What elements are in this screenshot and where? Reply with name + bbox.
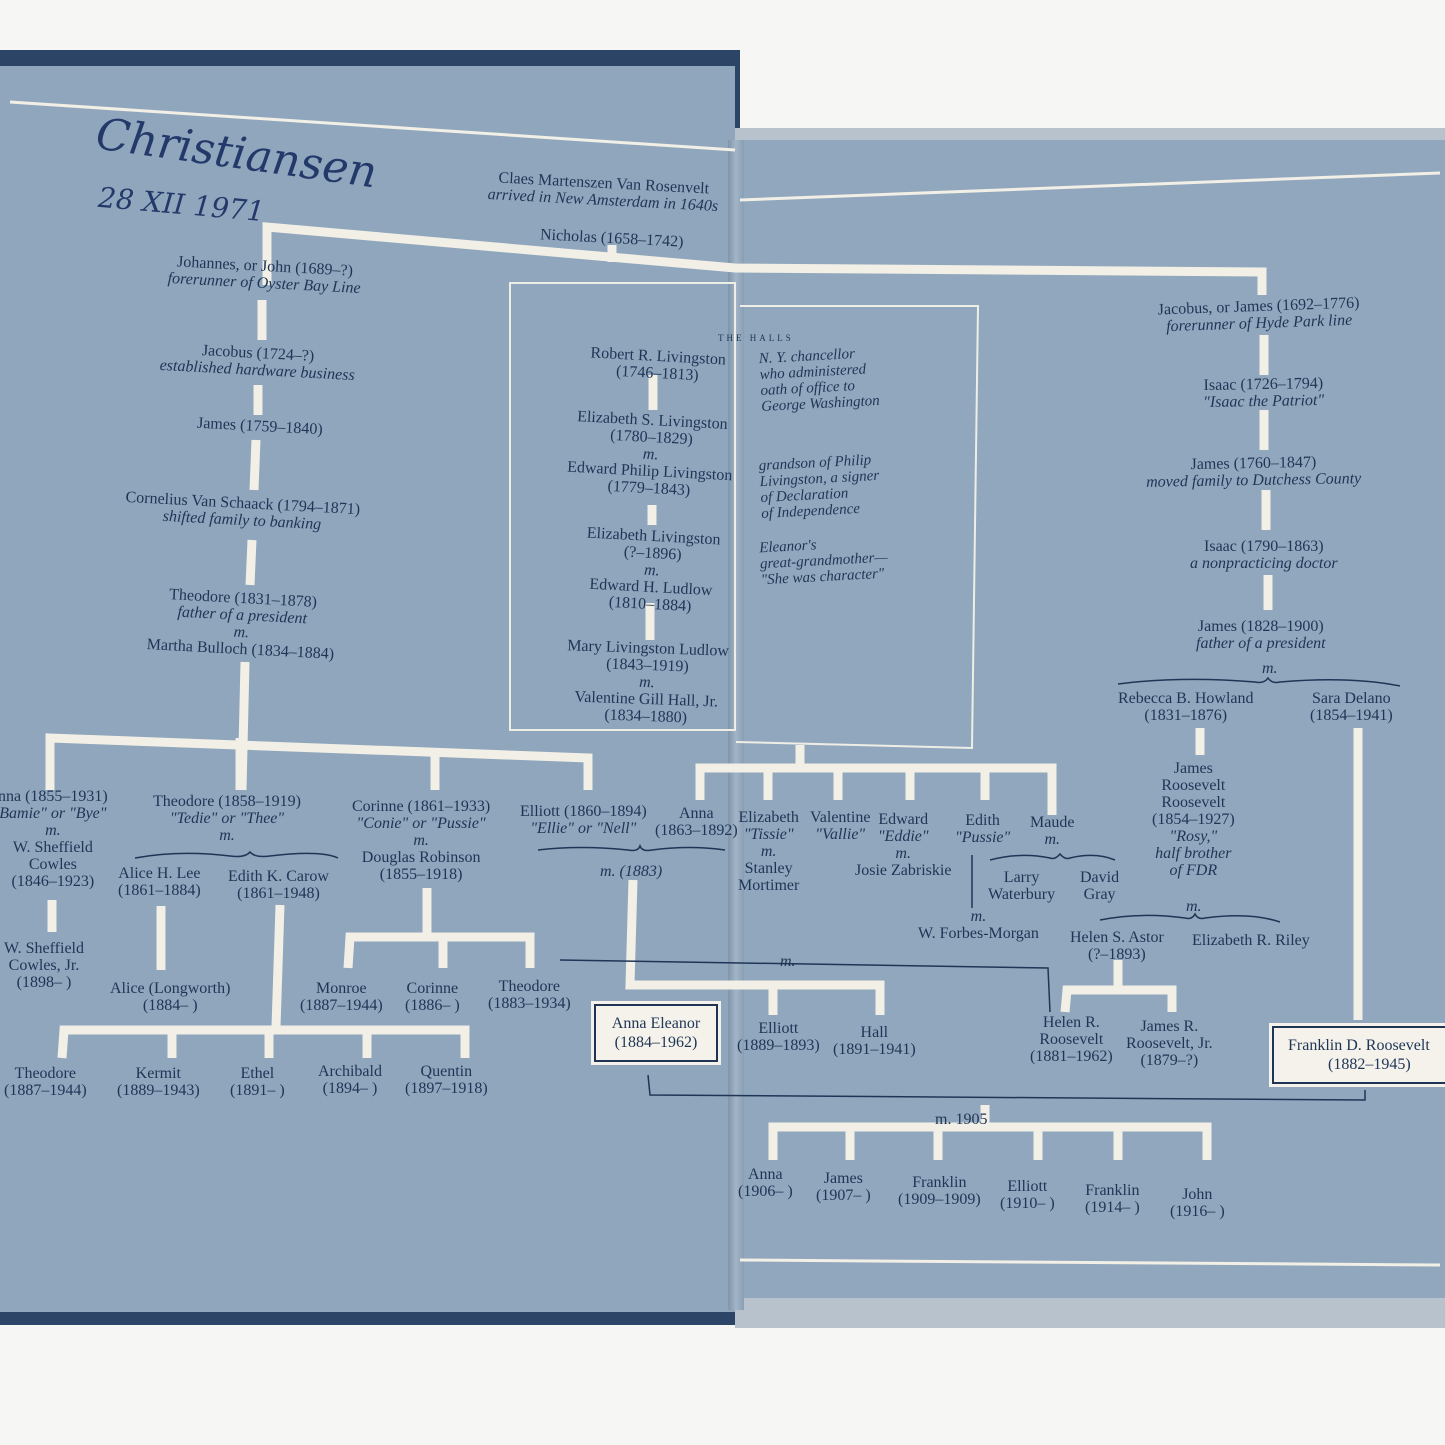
elliott-jr: Elliott(1889–1893) xyxy=(737,1020,820,1054)
sara-delano: Sara Delano(1854–1941) xyxy=(1310,690,1393,724)
forbes-morgan: m.W. Forbes-Morgan xyxy=(918,908,1039,942)
anna-bamie: nna (1855–1931)Bamie" or "Bye" m.W. Shef… xyxy=(0,788,108,890)
fdr-kid-john: John(1916– ) xyxy=(1170,1186,1225,1220)
james-1760: James (1760–1847)moved family to Dutches… xyxy=(1146,453,1362,491)
theodore-sr: Theodore (1831–1878)father of a presiden… xyxy=(146,586,335,663)
theodore-robinson: Theodore(1883–1934) xyxy=(488,978,571,1012)
halls-label: THE HALLS xyxy=(718,333,794,343)
theodore-tr: Theodore (1858–1919)"Tedie" or "Thee"m. xyxy=(153,793,301,844)
elizabeth-riley: Elizabeth R. Riley xyxy=(1192,932,1310,949)
rebecca-howland: Rebecca B. Howland(1831–1876) xyxy=(1118,690,1254,724)
fdr-kid-franklin-1909: Franklin(1909–1909) xyxy=(898,1174,981,1208)
edith-carow: Edith K. Carow(1861–1948) xyxy=(228,868,329,902)
elliott: Elliott (1860–1894)"Ellie" or "Nell" xyxy=(520,803,647,837)
jacobus-james: Jacobus, or James (1692–1776)forerunner … xyxy=(1157,294,1360,336)
corinne-jr: Corinne(1886– ) xyxy=(405,980,460,1014)
mary-ludlow: Mary Livingston Ludlow(1843–1919) m.Vale… xyxy=(566,637,730,727)
fdr-kid-elliott: Elliott(1910– ) xyxy=(1000,1178,1055,1212)
anna-eleanor-box: Anna Eleanor(1884–1962) xyxy=(591,1001,721,1065)
tr-kid-archibald: Archibald(1894– ) xyxy=(318,1063,382,1097)
tr-kid-kermit: Kermit(1889–1943) xyxy=(117,1065,200,1099)
book-gutter xyxy=(728,140,744,1310)
helen-marriage: m. xyxy=(780,953,796,970)
tr-kid-ethel: Ethel(1891– ) xyxy=(230,1065,285,1099)
tr-kid-quentin: Quentin(1897–1918) xyxy=(405,1063,488,1097)
hall-anna: Anna(1863–1892) xyxy=(655,805,738,839)
fdr-box: Franklin D. Roosevelt(1882–1945) xyxy=(1269,1023,1445,1087)
helen-astor: Helen S. Astor(?–1893) xyxy=(1070,929,1164,963)
james-r-roosevelt-jr: James R.Roosevelt, Jr.(1879–?) xyxy=(1126,1018,1213,1069)
alice-lee: Alice H. Lee(1861–1884) xyxy=(118,865,201,899)
hall-roosevelt: Hall(1891–1941) xyxy=(833,1024,916,1058)
elliott-marriage: m. (1883) xyxy=(600,863,663,880)
hall-edith: Edith"Pussie" xyxy=(955,812,1011,846)
helen-r-roosevelt: Helen R.Roosevelt(1881–1962) xyxy=(1030,1014,1113,1065)
tr-kid-theodore: Theodore(1887–1944) xyxy=(4,1065,87,1099)
corinne: Corinne (1861–1933)"Conie" or "Pussie" m… xyxy=(352,798,491,883)
hall-valentine: Valentine"Vallie" xyxy=(810,809,871,843)
fdr-kid-anna: Anna(1906– ) xyxy=(738,1166,793,1200)
isaac-1790: Isaac (1790–1863)a nonpracticing doctor xyxy=(1190,538,1338,572)
elizabeth-livingston: Elizabeth Livingston(?–1896) m.Edward H.… xyxy=(586,524,721,616)
hall-edward: Edward"Eddie"m.Josie Zabriskie xyxy=(855,811,952,879)
marriage-1905: m. 1905 xyxy=(935,1111,988,1128)
rosy-marriage: m. xyxy=(1186,898,1202,915)
robert-livingston: Robert R. Livingston(1746–1813) xyxy=(590,344,727,385)
isaac-1726: Isaac (1726–1794)"Isaac the Patriot" xyxy=(1203,374,1325,412)
elizabeth-s-livingston: Elizabeth S. Livingston(1780–1829) m.Edw… xyxy=(566,408,733,500)
james-1828: James (1828–1900)father of a president xyxy=(1196,618,1326,652)
james-marriage: m. xyxy=(1262,660,1278,677)
fdr-kid-franklin-1914: Franklin(1914– ) xyxy=(1085,1182,1140,1216)
fdr-kid-james: James(1907– ) xyxy=(816,1170,871,1204)
alice-longworth: Alice (Longworth)(1884– ) xyxy=(110,980,231,1014)
monroe: Monroe(1887–1944) xyxy=(300,980,383,1014)
